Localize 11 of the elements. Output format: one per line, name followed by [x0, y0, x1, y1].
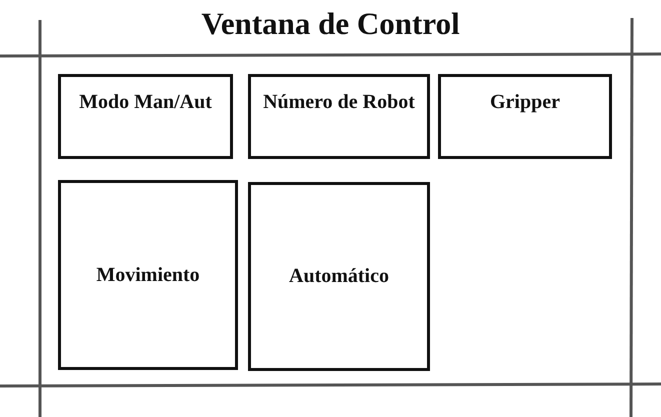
module-box [58, 74, 233, 159]
module-label: Gripper [490, 91, 560, 114]
module-box [58, 180, 238, 370]
module-box [248, 74, 430, 159]
window-title: Ventana de Control [200, 6, 461, 42]
module-label: Automático [289, 265, 389, 288]
module-box [248, 182, 430, 371]
module-box [438, 74, 612, 159]
module-label: Modo Man/Aut [79, 91, 212, 114]
module-label: Movimiento [96, 264, 200, 286]
module-label: Número de Robot [263, 91, 415, 114]
